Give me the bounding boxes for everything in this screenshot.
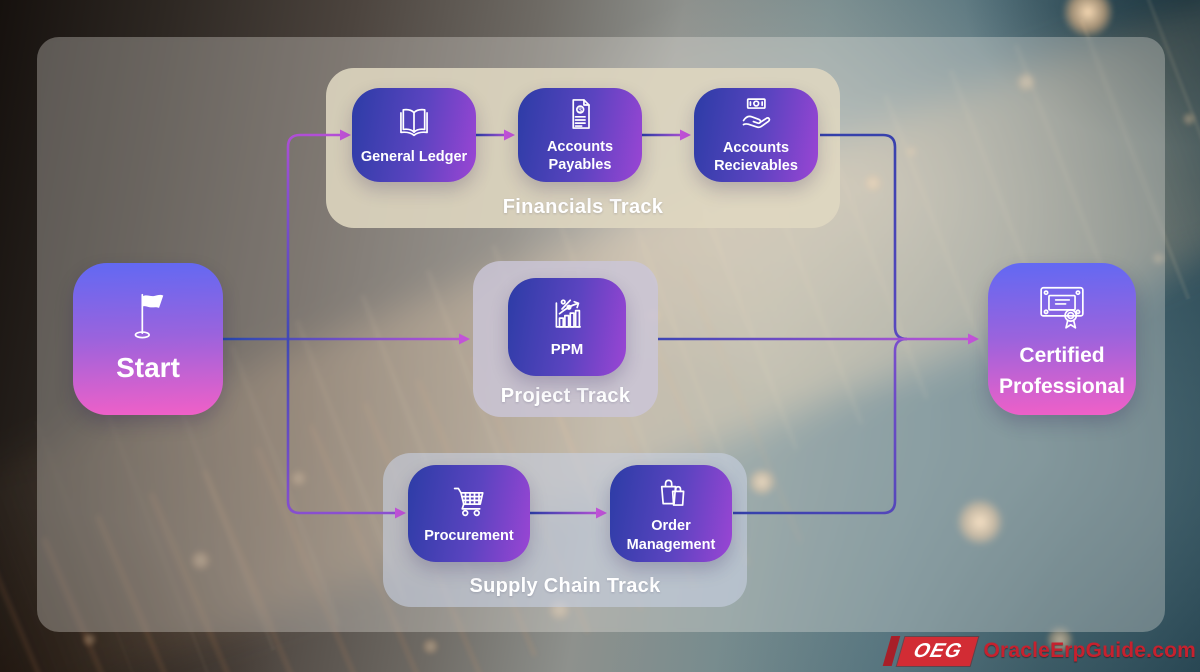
node-accounts-payables: $ Accounts Payables <box>518 88 642 182</box>
shopping-cart-icon <box>449 481 489 521</box>
track-project-label: Project Track <box>500 385 631 407</box>
oeg-logo[interactable]: OEG OracleErpGuide.com <box>882 635 1196 667</box>
node-order-management-label: Order Management <box>626 518 716 553</box>
certificate-icon <box>1033 276 1091 334</box>
node-general-ledger: General Ledger <box>352 88 476 182</box>
node-order-management: Order Management <box>610 465 732 562</box>
shopping-bags-icon <box>652 473 690 511</box>
track-financials-label: Financials Track <box>502 196 664 218</box>
dollar-invoice-icon: $ <box>562 96 598 132</box>
node-start: Start <box>73 263 223 415</box>
svg-text:$: $ <box>578 107 582 114</box>
flag-icon <box>122 289 164 341</box>
node-start-label: Start <box>116 352 180 383</box>
node-accounts-payables-label: Accounts Payables <box>546 138 614 173</box>
cash-in-hand-icon <box>737 95 775 133</box>
node-ppm-label: PPM <box>550 340 584 358</box>
node-accounts-recievables: Accounts Recievables <box>694 88 818 182</box>
oeg-badge-text: OEG <box>911 639 965 662</box>
node-certified-professional-label: Certified Professional <box>998 343 1126 399</box>
open-book-icon <box>395 104 433 142</box>
oeg-badge: OEG <box>896 636 979 666</box>
site-name-text: OracleErpGuide.com <box>983 639 1196 662</box>
node-procurement: Procurement <box>408 465 530 562</box>
growth-chart-icon <box>547 295 587 335</box>
node-certified-professional: Certified Professional <box>988 263 1136 415</box>
node-general-ledger-label: General Ledger <box>360 148 468 165</box>
node-procurement-label: Procurement <box>424 528 514 545</box>
node-ppm: PPM <box>508 278 626 376</box>
track-supply-chain-label: Supply Chain Track <box>469 575 661 597</box>
node-accounts-recievables-label: Accounts Recievables <box>714 139 798 174</box>
